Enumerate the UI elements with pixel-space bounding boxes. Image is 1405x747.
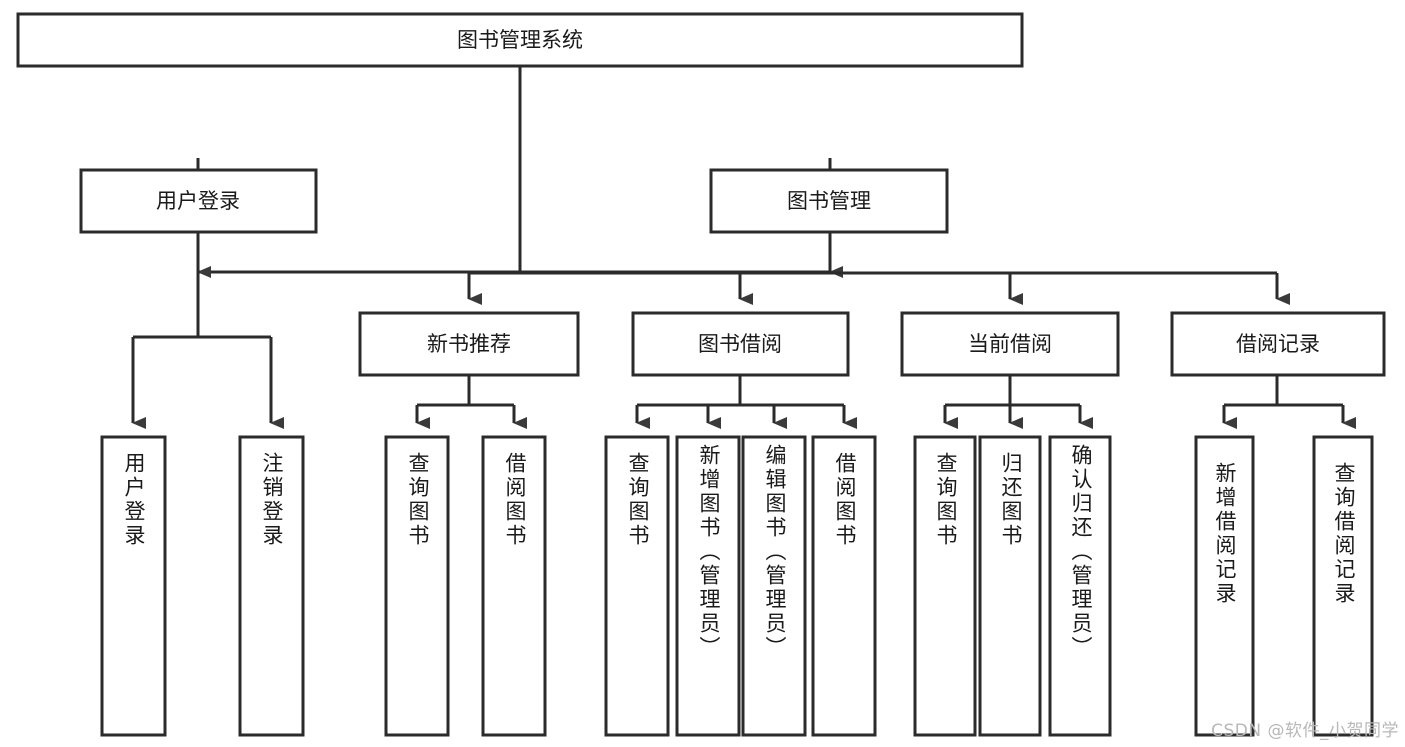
leaf-node[interactable]: 查询图书 [384,435,450,737]
leaf-node[interactable]: 查询图书 [913,435,977,737]
leaf-nb-borrow-book-box[interactable] [481,435,547,737]
leaf-logout-label: 注销登录 [260,452,284,548]
leaf-bb-edit-book-label: 编辑图书（管理员） [763,444,787,660]
leaf-node[interactable]: 借阅图书 [481,435,547,737]
leaf-node[interactable]: 查询借阅记录 [1312,435,1374,737]
node-borrow-record-label: 借阅记录 [1236,332,1320,356]
node-root-label: 图书管理系统 [457,28,583,52]
connector-group-new-book-to-leaves [415,375,527,429]
leaf-node[interactable]: 借阅图书 [811,435,877,737]
leaf-node[interactable]: 归还图书 [978,435,1042,737]
leaf-bb-add-book-label: 新增图书（管理员） [697,444,721,660]
leaf-br-query-record-label: 查询借阅记录 [1332,462,1356,606]
leaf-bb-query-book-label: 查询图书 [626,452,650,548]
node-borrow-record-box[interactable] [1170,311,1386,377]
node-root-box[interactable] [16,12,1024,68]
leaf-br-query-record-box[interactable] [1312,435,1374,737]
leaf-bb-edit-book-box[interactable] [741,435,807,737]
node-borrow-record[interactable]: 借阅记录 [1170,311,1386,377]
leaf-bb-borrow-book-box[interactable] [811,435,877,737]
node-new-book-recommend[interactable]: 新书推荐 [358,311,580,377]
leaf-br-add-record-label: 新增借阅记录 [1213,462,1237,606]
node-book-manage[interactable]: 图书管理 [709,168,949,234]
node-book-manage-box[interactable] [709,168,949,234]
leaf-br-add-record-box[interactable] [1194,435,1255,737]
node-new-book-recommend-label: 新书推荐 [427,332,511,356]
node-current-borrow[interactable]: 当前借阅 [900,311,1120,377]
leaf-cb-return-book-box[interactable] [978,435,1042,737]
leaf-user-login-box[interactable] [100,435,167,737]
leaf-cb-confirm-return-box[interactable] [1048,435,1112,737]
leaf-user-login-label: 用户登录 [122,452,146,548]
connector-group-borrow-record-to-leaves [1222,375,1356,429]
leaf-cb-query-book-label: 查询图书 [934,452,958,548]
node-book-borrow-label: 图书借阅 [698,332,782,356]
leaf-bb-add-book-box[interactable] [675,435,741,737]
node-user-login[interactable]: 用户登录 [79,168,318,234]
leaf-nb-query-book-label: 查询图书 [406,452,430,548]
leaf-node[interactable]: 确认归还（管理员） [1048,435,1112,737]
node-book-manage-label: 图书管理 [787,189,871,213]
leaf-node[interactable]: 查询图书 [604,435,670,737]
csdn-watermark: CSDN @软件_小贺同学 [1211,721,1399,741]
leaf-nb-query-book-box[interactable] [384,435,450,737]
leaf-node[interactable]: 编辑图书（管理员） [741,435,807,737]
leaf-node[interactable]: 新增借阅记录 [1194,435,1255,737]
leaf-node[interactable]: 新增图书（管理员） [675,435,741,737]
connector-group-current-borrow-to-leaves [943,375,1093,429]
leaf-cb-confirm-return-label: 确认归还（管理员） [1069,444,1093,660]
connector-group-book-borrow-to-leaves [635,375,857,429]
leaf-logout-box[interactable] [238,435,305,737]
node-current-borrow-box[interactable] [900,311,1120,377]
leaf-nb-borrow-book-label: 借阅图书 [503,452,527,548]
node-user-login-label: 用户登录 [156,189,240,213]
leaf-bb-query-book-box[interactable] [604,435,670,737]
leaf-node[interactable]: 用户登录 [100,435,167,737]
leaf-node[interactable]: 注销登录 [238,435,305,737]
leaf-cb-query-book-box[interactable] [913,435,977,737]
node-new-book-recommend-box[interactable] [358,311,580,377]
node-user-login-box[interactable] [79,168,318,234]
node-root[interactable]: 图书管理系统 [16,12,1024,68]
node-book-borrow-box[interactable] [631,311,850,377]
leaf-cb-return-book-label: 归还图书 [999,452,1023,548]
node-book-borrow[interactable]: 图书借阅 [631,311,850,377]
leaf-bb-borrow-book-label: 借阅图书 [833,452,857,548]
connector-group-user-login-to-leaves [131,232,284,429]
connector-group-book-manage-to-level3 [467,232,1290,305]
node-current-borrow-label: 当前借阅 [968,332,1052,356]
